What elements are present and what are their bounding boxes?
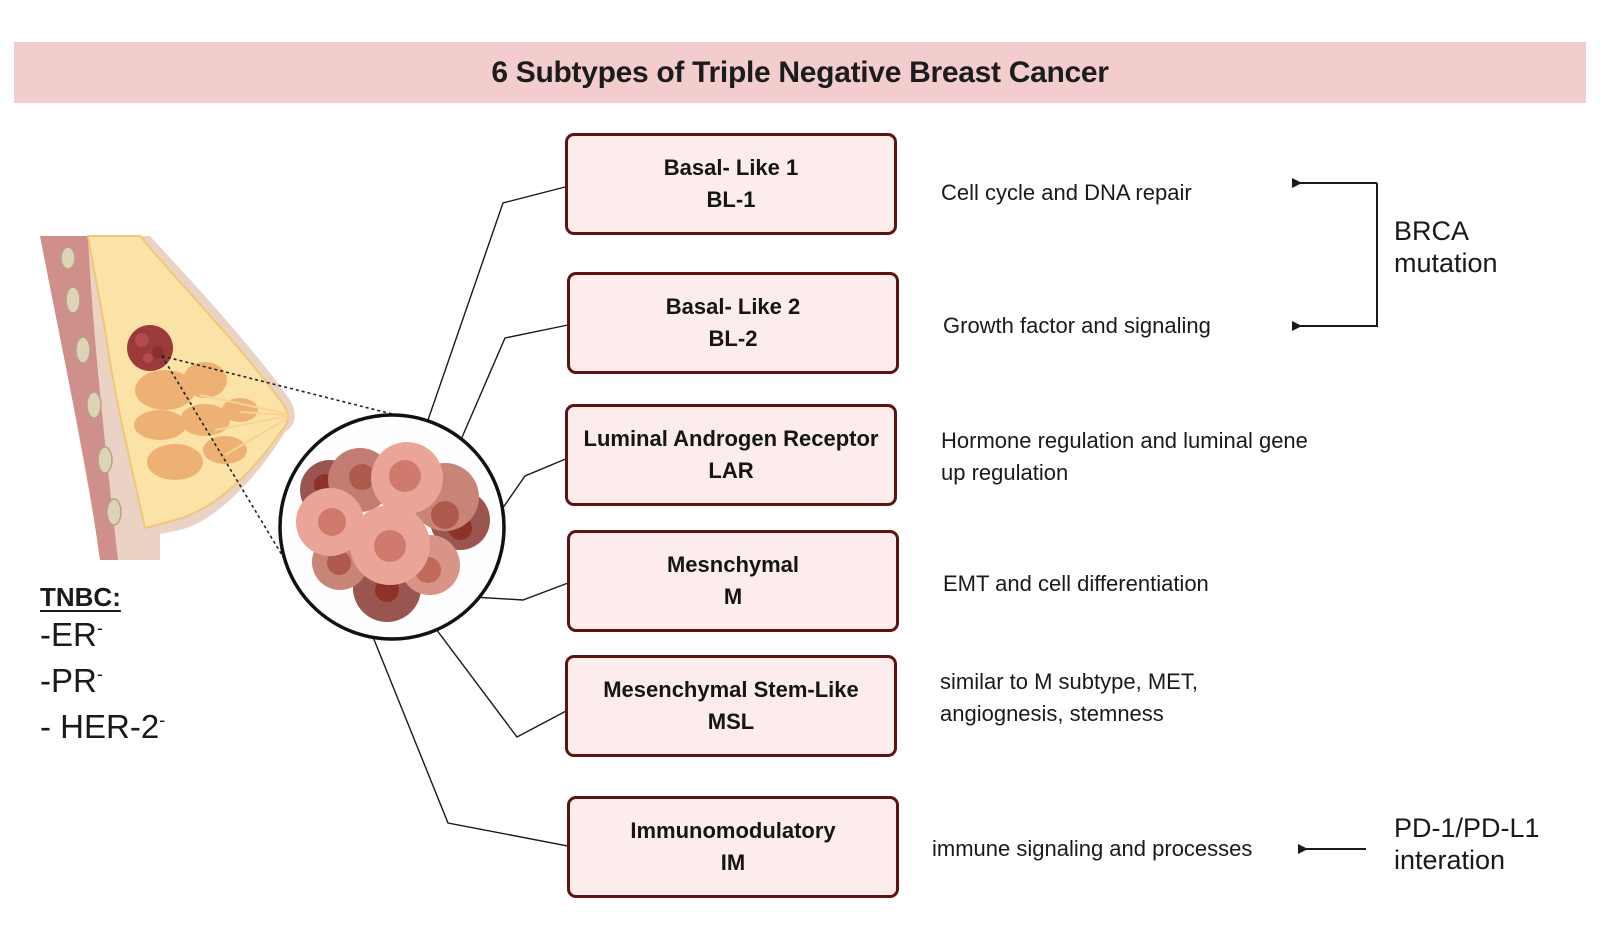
subtype-name: Basal- Like 2 (665, 294, 801, 319)
subtype-name: Luminal Androgen Receptor (583, 426, 879, 451)
subtype-abbr: BL-2 (708, 326, 758, 351)
brca-mutation-label: BRCA mutation (1394, 215, 1498, 279)
annotation-line: mutation (1394, 248, 1498, 278)
marker-label: -ER (40, 616, 97, 653)
description-line: similar to M subtype, MET, (940, 669, 1198, 694)
subtype-box-lar: Luminal Androgen Receptor LAR (565, 404, 897, 506)
description-line: up regulation (941, 460, 1069, 485)
breast-anatomy-icon (40, 235, 409, 561)
tnbc-legend: TNBC: -ER- -PR- - HER-2- (40, 582, 165, 750)
tumor-mass (127, 325, 173, 371)
title-banner: 6 Subtypes of Triple Negative Breast Can… (14, 42, 1586, 103)
tumor-cell-cluster-icon (278, 413, 506, 641)
diagram-title: 6 Subtypes of Triple Negative Breast Can… (491, 55, 1109, 89)
connector-m (472, 582, 569, 601)
subtype-abbr: M (723, 584, 743, 609)
subtype-name: Basal- Like 1 (663, 155, 799, 180)
subtype-box-m: Mesnchymal M (567, 530, 899, 632)
annotation-line: interation (1394, 845, 1506, 875)
marker-label: -PR (40, 662, 97, 699)
subtype-abbr: IM (720, 850, 746, 875)
brca-bracket (1292, 178, 1378, 331)
connector-msl (432, 624, 569, 738)
marker-her2: - HER-2- (40, 704, 165, 750)
connector-lines (372, 186, 569, 847)
description-line: Cell cycle and DNA repair (941, 180, 1192, 205)
tnbc-heading: TNBC: (40, 582, 121, 612)
subtype-abbr: LAR (708, 458, 754, 483)
connector-im (372, 636, 569, 847)
subtype-box-bl1: Basal- Like 1 BL-1 (565, 133, 897, 235)
description-m: EMT and cell differentiation (943, 568, 1209, 600)
description-line: EMT and cell differentiation (943, 571, 1209, 596)
connector-bl1 (427, 186, 566, 421)
description-lar: Hormone regulation and luminal gene up r… (941, 425, 1308, 489)
marker-sign: - (96, 618, 103, 638)
description-line: Growth factor and signaling (943, 313, 1211, 338)
description-bl2: Growth factor and signaling (943, 310, 1211, 342)
connector-bl2 (459, 324, 569, 443)
description-bl1: Cell cycle and DNA repair (941, 177, 1192, 209)
description-line: immune signaling and processes (932, 836, 1253, 861)
description-line: angiognesis, stemness (940, 701, 1164, 726)
marker-sign: - (159, 710, 166, 730)
annotation-line: PD-1/PD-L1 (1394, 813, 1540, 843)
description-im: immune signaling and processes (932, 833, 1252, 865)
marker-er: -ER- (40, 612, 165, 658)
pd1-pdl1-label: PD-1/PD-L1 interation (1394, 812, 1540, 876)
marker-sign: - (96, 664, 103, 684)
description-msl: similar to M subtype, MET, angiognesis, … (940, 666, 1198, 730)
marker-label: - HER-2 (40, 708, 160, 745)
subtype-name: Immunomodulatory (630, 818, 836, 843)
marker-pr: -PR- (40, 658, 165, 704)
connector-lar (499, 457, 569, 513)
subtype-abbr: BL-1 (706, 187, 756, 212)
subtype-name: Mesenchymal Stem-Like (603, 677, 859, 702)
subtype-name: Mesnchymal (666, 552, 800, 577)
description-line: Hormone regulation and luminal gene (941, 428, 1308, 453)
subtype-box-bl2: Basal- Like 2 BL-2 (567, 272, 899, 374)
annotation-line: BRCA (1394, 216, 1470, 246)
subtype-box-msl: Mesenchymal Stem-Like MSL (565, 655, 897, 757)
subtype-box-im: Immunomodulatory IM (567, 796, 899, 898)
subtype-abbr: MSL (707, 709, 755, 734)
